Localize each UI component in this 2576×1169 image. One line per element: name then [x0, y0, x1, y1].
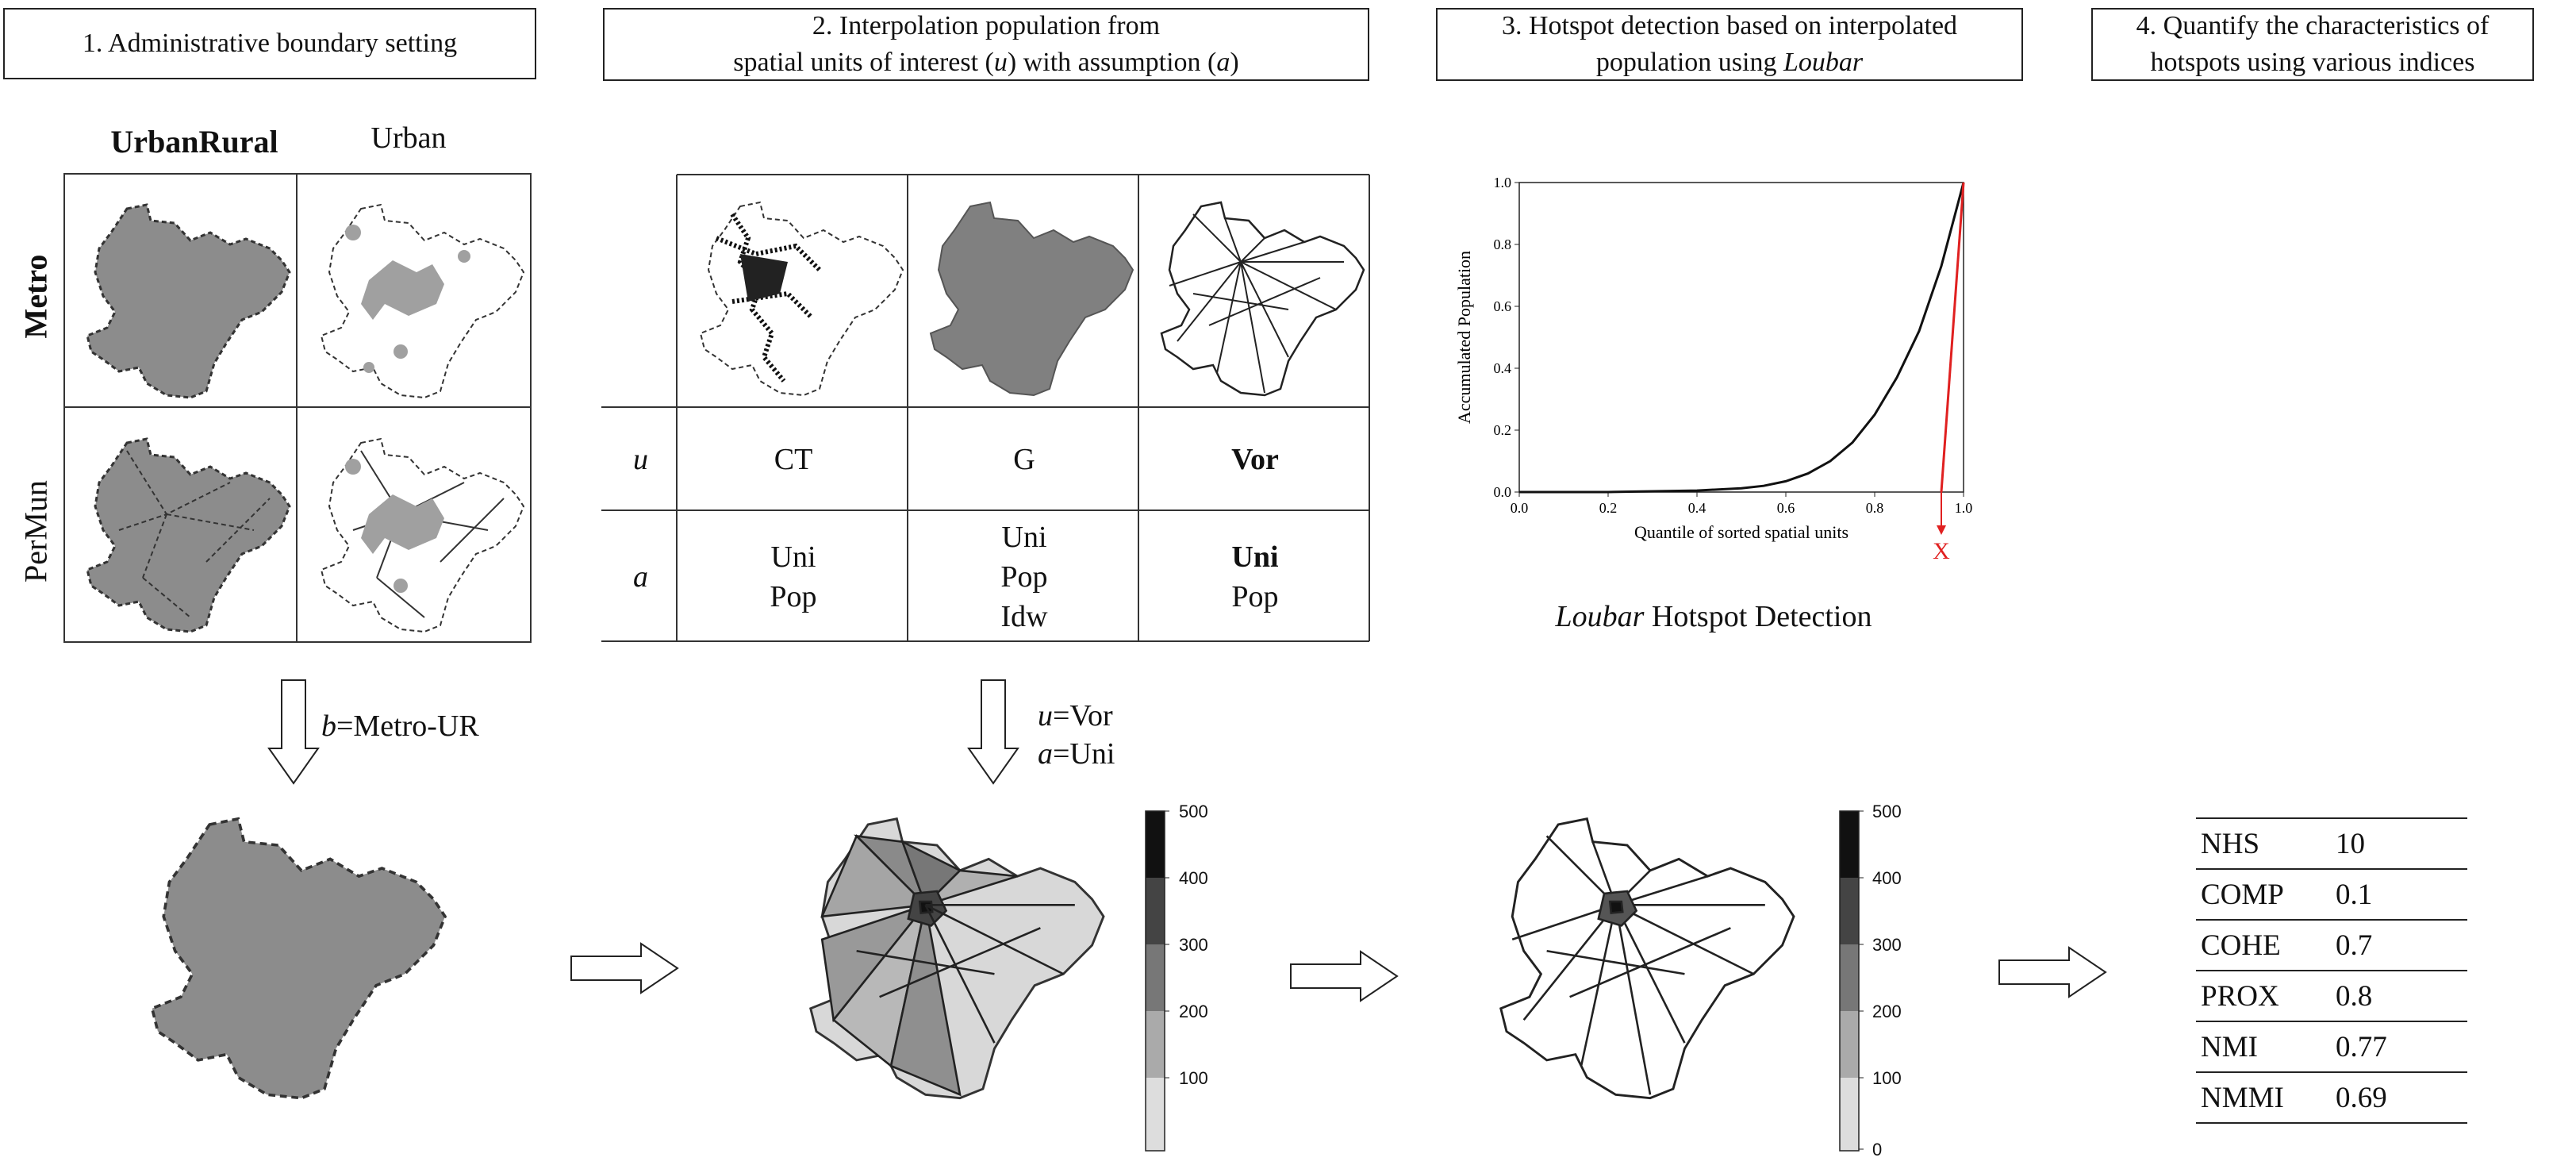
map-metro-ur-result [150, 817, 447, 1100]
arrow-1-label: b=Metro-UR [321, 709, 479, 743]
map-permun-urban [321, 438, 524, 633]
down-arrow-1 [267, 679, 320, 785]
y-tick-label: 0.4 [1494, 360, 1512, 376]
right-arrow-2 [1290, 950, 1399, 1002]
y-tick-label: 0.2 [1494, 422, 1512, 438]
y-tick-label: 0.6 [1494, 298, 1512, 314]
boundary-grid [63, 173, 532, 643]
cb2-tick-200: 200 [1179, 1002, 1208, 1021]
y-tick-label: 0.8 [1494, 236, 1512, 252]
map-vor [1160, 201, 1365, 397]
step-4-title-line2: hotspots using various indices [2150, 48, 2475, 77]
map-ct [700, 202, 904, 396]
step-4-title-line1: 4. Quantify the characteristics of [2136, 11, 2490, 40]
step-2-title-line2: spatial units of interest (u) with assum… [733, 48, 1239, 77]
colorbar-panel2 [1145, 810, 1169, 1152]
step-2-title-line1: 2. Interpolation population from [812, 11, 1161, 40]
cb2-tick-400: 400 [1179, 868, 1208, 888]
loubar-threshold-label: X [1933, 538, 1950, 564]
map-hotspot [1499, 817, 1795, 1100]
cb3-tick-0: 0 [1872, 1140, 1883, 1159]
u-row-label: u [633, 443, 648, 476]
x-tick-label: 0.8 [1866, 500, 1884, 516]
loubar-caption: Loubar Hotspot Detection [1555, 600, 1872, 633]
map-interpolated-population [809, 817, 1105, 1100]
cb2-tick-100: 100 [1179, 1068, 1208, 1088]
step-3-box: 3. Hotspot detection based on interpolat… [1436, 8, 2023, 81]
cb3-tick-400: 400 [1872, 868, 1902, 888]
y-tick-label: 1.0 [1494, 175, 1512, 190]
map-permun-urbanrural [86, 437, 291, 633]
tangent-line [1940, 182, 1965, 493]
row-header-permun: PerMun [17, 480, 54, 583]
series-line [1519, 182, 1965, 494]
tangent-arrowhead [1937, 525, 1946, 535]
cb3-tick-200: 200 [1872, 1002, 1902, 1021]
step-3-title-line2: population using Loubar [1595, 48, 1864, 77]
loubar-chart: 0.0 0.2 0.4 0.6 0.8 1.0 0.0 0.2 0.4 0.6 0.8 1.0Quan… [1454, 175, 1973, 564]
x-tick-label: 0.4 [1688, 500, 1706, 516]
u-value-vor: Vor [1231, 443, 1279, 476]
row-header-metro: Metro [17, 254, 54, 339]
step-4-box: 4. Quantify the characteristics of hotsp… [2091, 8, 2534, 81]
map-metro-urbanrural [86, 203, 291, 399]
step-1-title: 1. Administrative boundary setting [82, 29, 458, 58]
x-tick-label: 1.0 [1955, 500, 1973, 516]
cb3-tick-300: 300 [1872, 935, 1902, 955]
cb2-tick-500: 500 [1179, 802, 1208, 821]
step-3-title-line1: 3. Hotspot detection based on interpolat… [1501, 11, 1958, 40]
down-arrow-2 [967, 679, 1019, 785]
u-value-ct: CT [774, 443, 813, 476]
cb3-tick-100: 100 [1872, 1068, 1902, 1088]
x-tick-label: 0.6 [1777, 500, 1795, 516]
plot-frame [1518, 182, 1964, 493]
arrow-2-label-a: a=Uni [1038, 737, 1115, 771]
right-arrow-1 [570, 942, 679, 994]
x-axis-label: Quantile of sorted spatial units [1634, 522, 1849, 542]
u-value-g: G [1013, 443, 1035, 476]
x-tick-label: 0.2 [1599, 500, 1618, 516]
y-axis-label: Accumulated Population [1454, 251, 1474, 424]
cb2-tick-300: 300 [1179, 935, 1208, 955]
arrow-2-label-u: u=Vor [1038, 699, 1113, 733]
cb3-tick-500: 500 [1872, 802, 1902, 821]
step-2-box: 2. Interpolation population from spatial… [603, 8, 1369, 81]
map-metro-urban [321, 204, 524, 398]
col-header-urban: Urban [370, 121, 447, 155]
col-header-urbanrural: UrbanRural [110, 124, 278, 160]
right-arrow-3 [1998, 946, 2107, 998]
map-g [930, 202, 1134, 396]
interpolation-table [601, 174, 1370, 642]
colorbar-panel3 [1839, 810, 1864, 1152]
a-row-label: a [633, 560, 648, 594]
step-1-box: 1. Administrative boundary setting [3, 8, 536, 79]
y-tick-label: 0.0 [1494, 484, 1512, 500]
x-tick-label: 0.0 [1511, 500, 1529, 516]
